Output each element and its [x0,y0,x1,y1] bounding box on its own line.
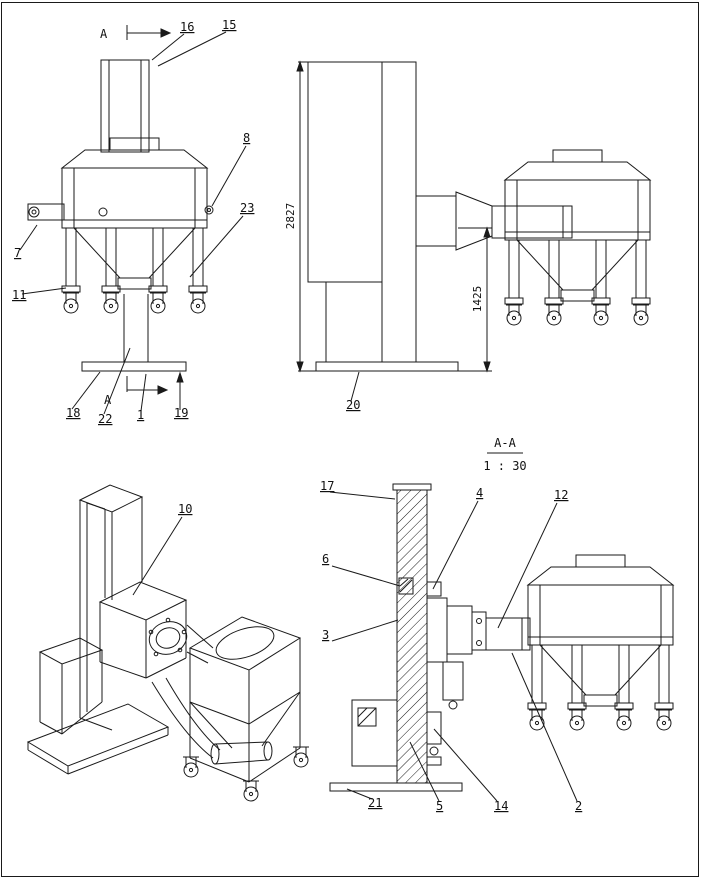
dim-2827: 2827 [284,203,297,230]
front-view: A A 16 15 8 23 [12,18,254,426]
callout-15: 15 [222,18,236,32]
dim-1425: 1425 [471,286,484,313]
callout-1: 1 [137,408,144,422]
clamp-assembly [426,581,531,710]
section-scale: 1 : 30 [483,459,526,473]
callout-19: 19 [174,406,188,420]
callout-18: 18 [66,406,80,420]
callout-23: 23 [240,201,254,215]
callout-11: 11 [12,288,26,302]
clamp-arm [27,203,214,221]
callout-14: 14 [494,799,508,813]
callout-10: 10 [178,502,192,516]
column-section [396,489,428,784]
section-marker-bottom-label: A [104,393,112,407]
callout-4: 4 [476,486,483,500]
callout-22: 22 [98,412,112,426]
callout-2: 2 [575,799,582,813]
callout-7: 7 [14,246,21,260]
callout-20: 20 [346,398,360,412]
callout-12: 12 [554,488,568,502]
callout-6: 6 [322,552,329,566]
side-view: 2827 1425 20 [284,60,650,412]
lifting-head [98,581,188,679]
section-view: A-A 1 : 30 [320,436,673,813]
iso-bin [182,616,310,802]
callout-17: 17 [320,479,334,493]
callout-21: 21 [368,796,382,810]
callout-5: 5 [436,799,443,813]
callout-8: 8 [243,131,250,145]
callout-3: 3 [322,628,329,642]
dimension-lower-height: 1425 [458,226,492,373]
callout-16: 16 [180,20,194,34]
flange-ring [148,621,188,655]
pedestal [81,294,187,372]
section-title: A-A [494,436,516,450]
section-marker-top-label: A [100,27,108,41]
isometric-view: 10 [26,484,310,802]
dimension-total-height: 2827 [284,60,318,373]
